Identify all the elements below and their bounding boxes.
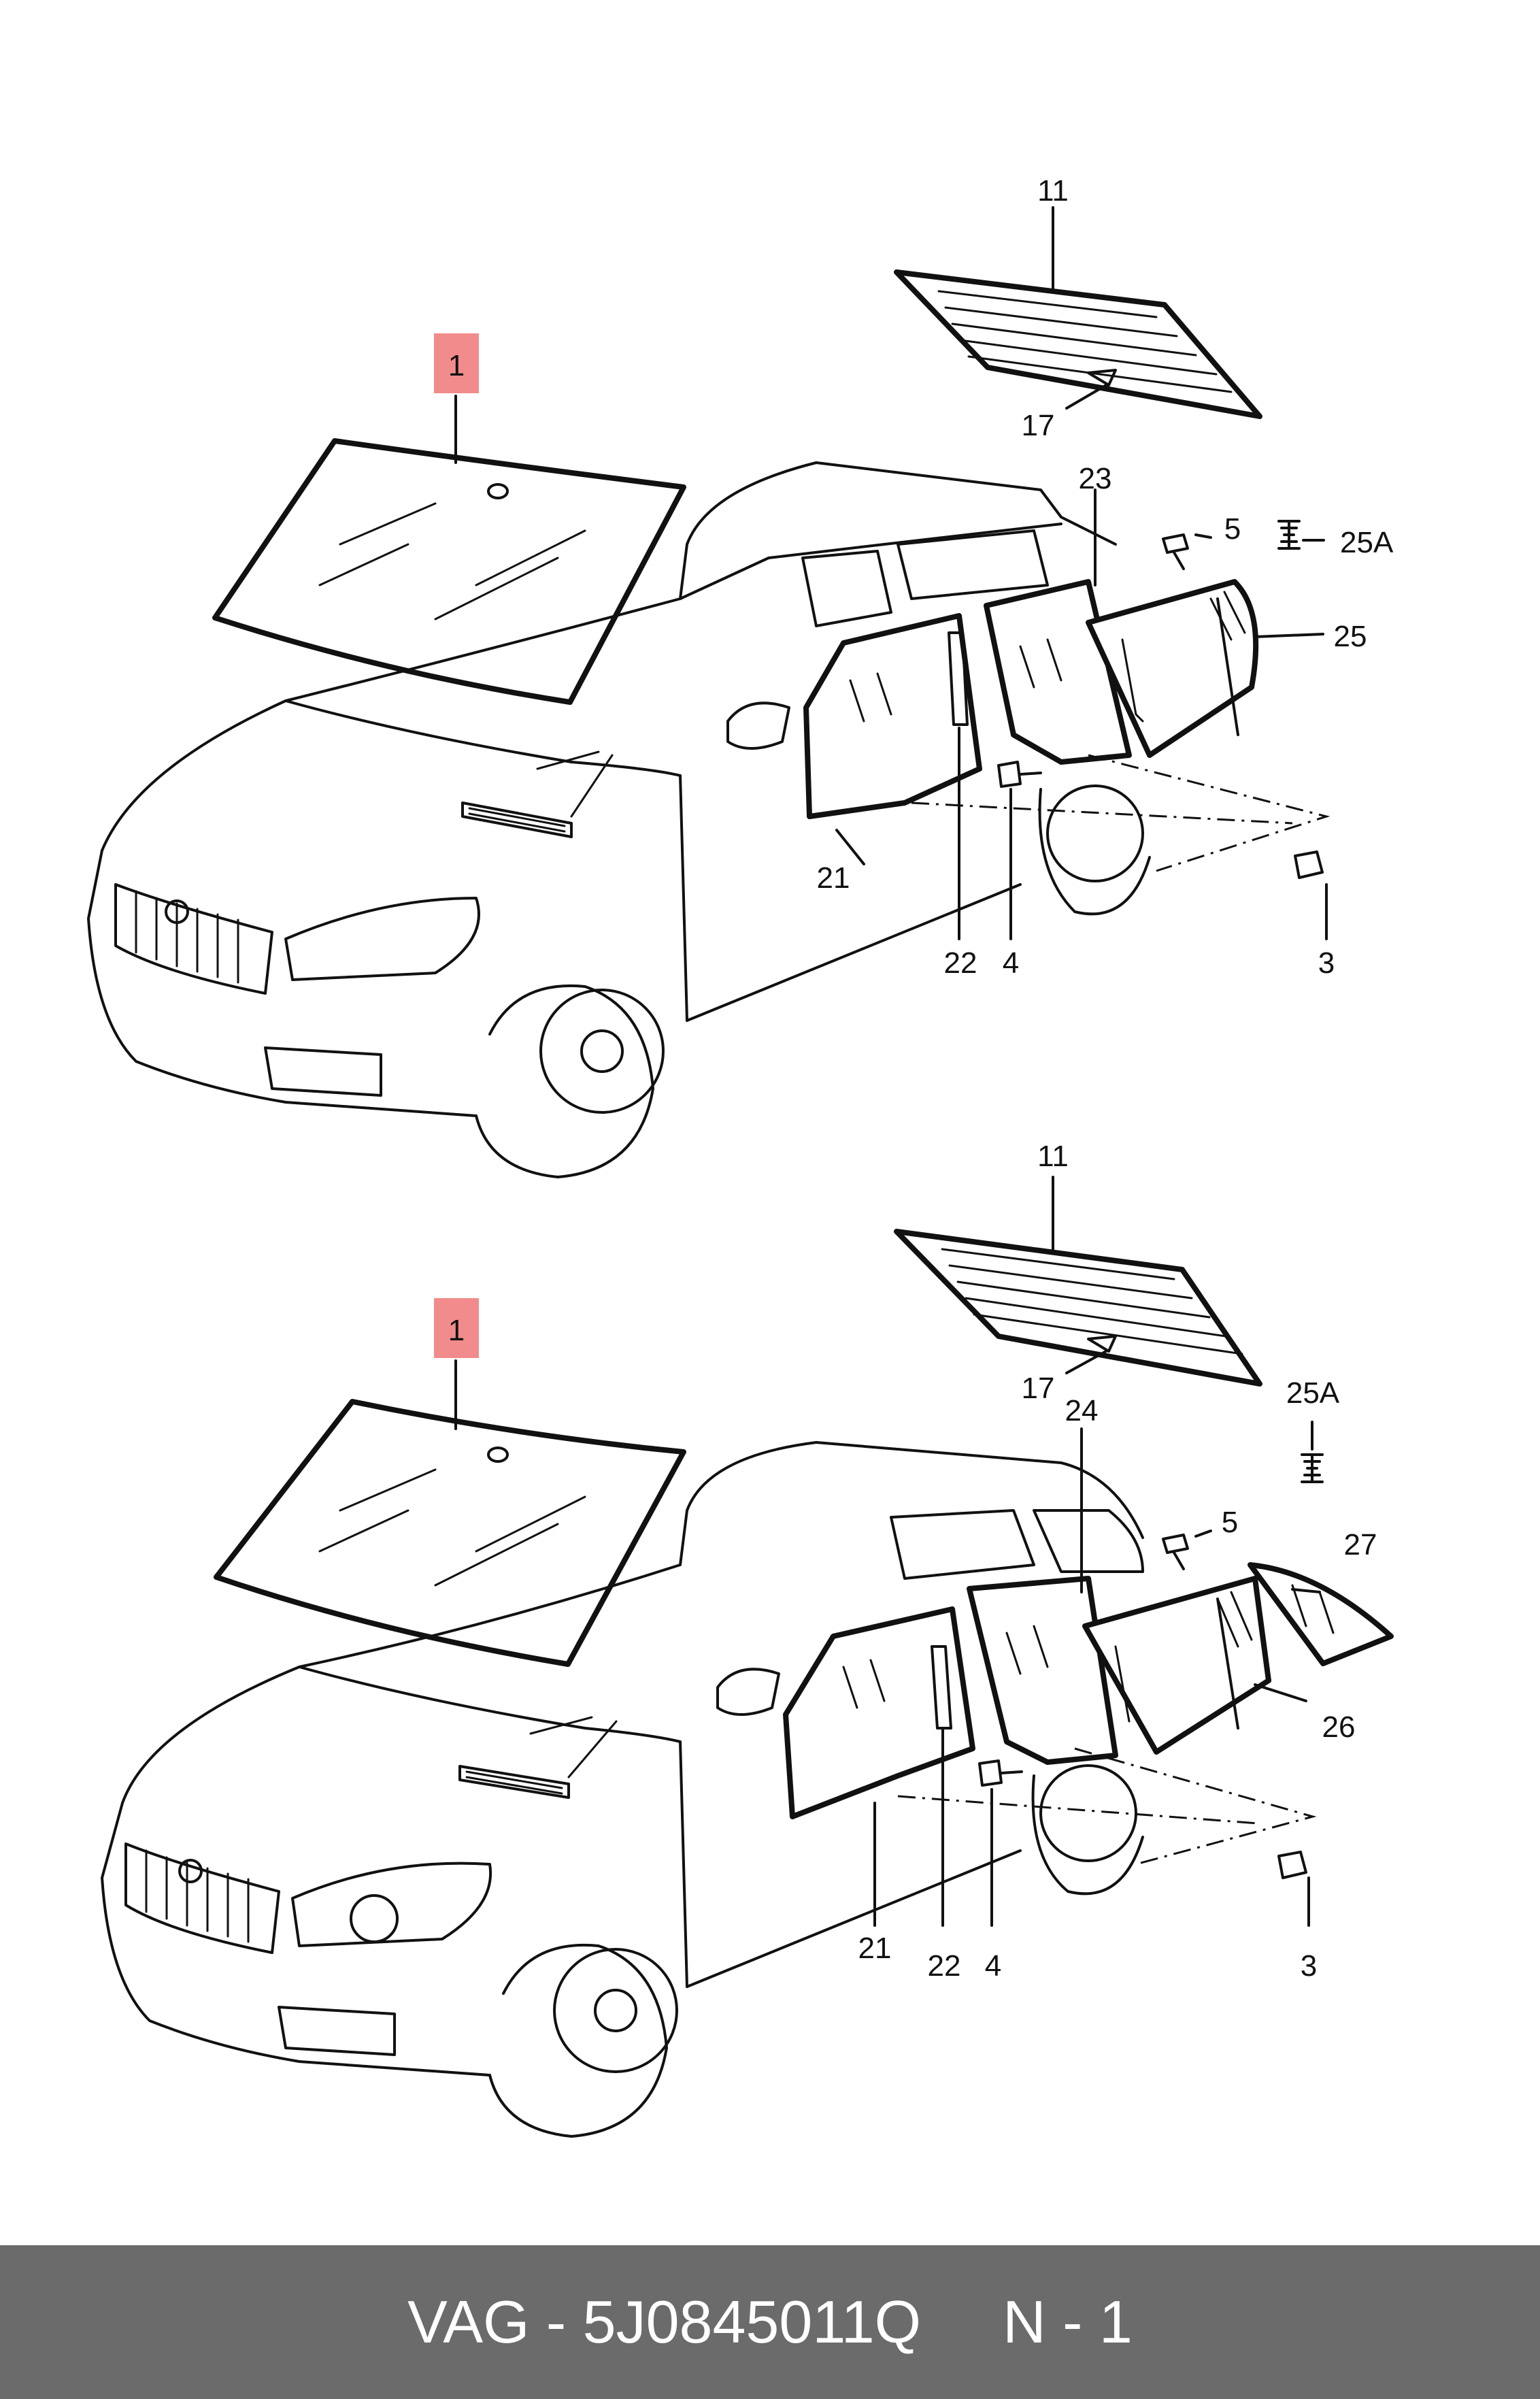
rear-fixed-glass bbox=[1248, 1562, 1394, 1666]
cap-3 bbox=[1277, 1851, 1307, 1879]
label-11: 11 bbox=[1037, 1140, 1069, 1173]
label-27: 27 bbox=[1344, 1528, 1377, 1561]
highlight-box-1-top bbox=[434, 333, 479, 393]
retaining-clip-icon bbox=[1301, 1453, 1324, 1483]
label-1: 1 bbox=[448, 1314, 465, 1347]
bolt-4 bbox=[997, 761, 1042, 788]
door-guide-rail bbox=[948, 631, 969, 726]
label-25: 25 bbox=[1334, 620, 1367, 653]
top-car-view: 1 11 17 23 5 25A 25 21 22 4 3 bbox=[87, 174, 1394, 1178]
label-24: 24 bbox=[1065, 1394, 1099, 1427]
label-1: 1 bbox=[448, 349, 465, 382]
car-body-top bbox=[87, 461, 1151, 1178]
label-25a: 25A bbox=[1340, 526, 1394, 559]
label-26: 26 bbox=[1322, 1710, 1356, 1744]
bottom-car-view: 1 11 17 24 25A 5 27 26 21 22 4 3 bbox=[101, 1140, 1394, 2138]
label-5: 5 bbox=[1222, 1506, 1238, 1539]
windscreen-glass bbox=[212, 438, 686, 705]
rear-window-glass bbox=[894, 269, 1262, 419]
highlight-box-1-bottom bbox=[434, 1298, 479, 1358]
label-17: 17 bbox=[1022, 409, 1055, 442]
label-4: 4 bbox=[985, 1949, 1001, 1983]
front-door-glass bbox=[783, 1606, 975, 1819]
label-4: 4 bbox=[1003, 946, 1019, 980]
label-11: 11 bbox=[1037, 174, 1069, 208]
door-guide-rail bbox=[931, 1645, 952, 1730]
parts-diagram: 1 11 17 23 5 25A 25 21 22 4 3 bbox=[87, 174, 1394, 2138]
label-22: 22 bbox=[928, 1949, 961, 1983]
label-21: 21 bbox=[858, 1932, 892, 1965]
rear-door-glass bbox=[967, 1576, 1118, 1765]
label-23: 23 bbox=[1079, 462, 1112, 495]
footer-bar: VAG - 5J0845011Q N - 1 bbox=[0, 2245, 1540, 2399]
diagram-reference: N - 1 bbox=[1003, 2288, 1133, 2355]
quarter-glass bbox=[1082, 1576, 1271, 1755]
label-22: 22 bbox=[944, 946, 977, 980]
label-17: 17 bbox=[1022, 1372, 1055, 1405]
front-door-glass bbox=[803, 613, 982, 819]
label-3: 3 bbox=[1301, 1949, 1317, 1983]
part-number: VAG - 5J0845011Q bbox=[407, 2288, 922, 2355]
rear-window-glass bbox=[894, 1229, 1262, 1387]
clip-fastener bbox=[1162, 1534, 1189, 1570]
label-21: 21 bbox=[817, 861, 850, 895]
label-3: 3 bbox=[1318, 946, 1335, 980]
clip-fastener bbox=[1162, 533, 1189, 570]
car-body-bottom bbox=[101, 1441, 1144, 2138]
bolt-4 bbox=[978, 1759, 1023, 1787]
cap-3 bbox=[1294, 850, 1324, 879]
quarter-glass bbox=[1086, 579, 1259, 758]
label-5: 5 bbox=[1224, 512, 1241, 546]
windscreen-glass bbox=[214, 1399, 686, 1667]
rear-door-glass bbox=[984, 579, 1132, 765]
label-25a: 25A bbox=[1286, 1376, 1340, 1410]
retaining-clip-icon bbox=[1277, 520, 1301, 550]
